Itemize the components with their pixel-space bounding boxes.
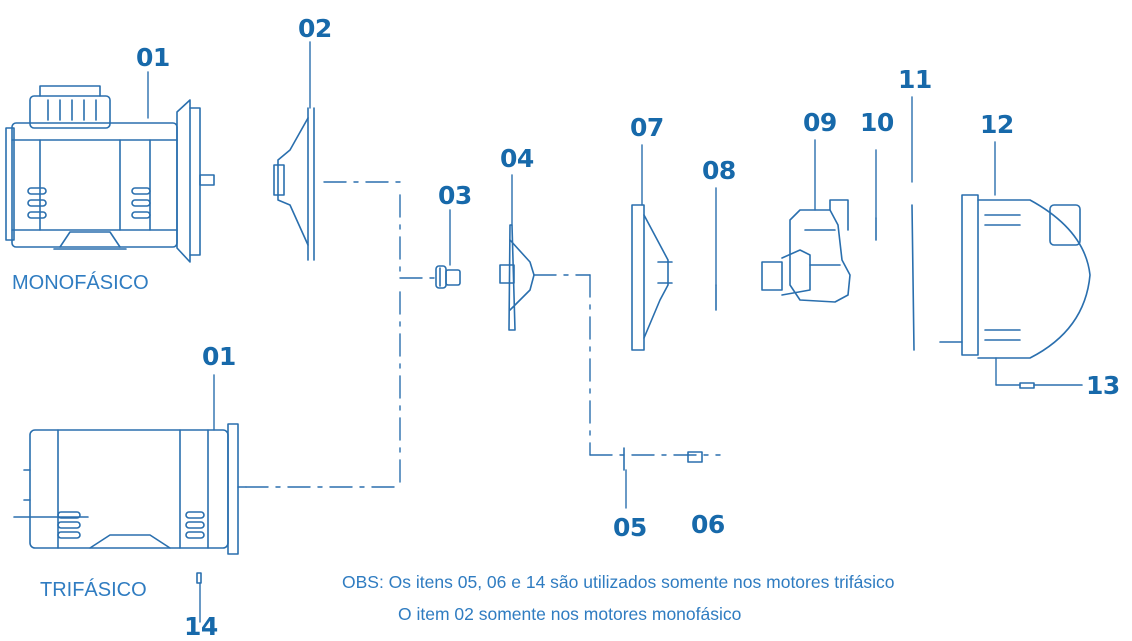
part-number-06: 06 bbox=[691, 510, 725, 539]
part-02-plate bbox=[273, 107, 315, 261]
part-04-impeller bbox=[499, 224, 535, 331]
part-number-02: 02 bbox=[298, 14, 332, 43]
part-03-seal bbox=[435, 265, 461, 289]
part-number-09: 09 bbox=[803, 108, 837, 137]
single-phase-label: MONOFÁSICO bbox=[12, 272, 149, 294]
part-06-screw bbox=[687, 451, 703, 463]
part-09-pump-body bbox=[761, 199, 851, 303]
part-number-04: 04 bbox=[500, 144, 534, 173]
three-phase-motor bbox=[13, 423, 247, 555]
part-number-03: 03 bbox=[438, 181, 472, 210]
part-number-01-single-phase: 01 bbox=[136, 43, 170, 72]
part-11-gasket bbox=[911, 204, 915, 351]
part-number-13: 13 bbox=[1086, 371, 1120, 400]
part-13-screw bbox=[1019, 382, 1083, 389]
part-12-housing bbox=[939, 194, 1091, 359]
part-14-pin bbox=[196, 572, 202, 584]
leader-lines bbox=[147, 41, 1021, 623]
part-number-12: 12 bbox=[980, 110, 1014, 139]
part-number-05: 05 bbox=[613, 513, 647, 542]
part-number-07: 07 bbox=[630, 113, 664, 142]
assembly-dashed-lines bbox=[245, 181, 721, 488]
single-phase-motor bbox=[5, 85, 215, 263]
part-number-08: 08 bbox=[702, 156, 736, 185]
part-number-01-three-phase: 01 bbox=[202, 342, 236, 371]
part-number-10: 10 bbox=[860, 108, 894, 137]
three-phase-label: TRIFÁSICO bbox=[40, 579, 147, 601]
part-number-11: 11 bbox=[898, 65, 932, 94]
part-07-diffuser bbox=[631, 204, 673, 351]
note-line-1: OBS: Os itens 05, 06 e 14 são utilizados… bbox=[342, 572, 895, 592]
note-line-2: O item 02 somente nos motores monofásico bbox=[398, 604, 742, 624]
part-number-14: 14 bbox=[184, 612, 218, 641]
